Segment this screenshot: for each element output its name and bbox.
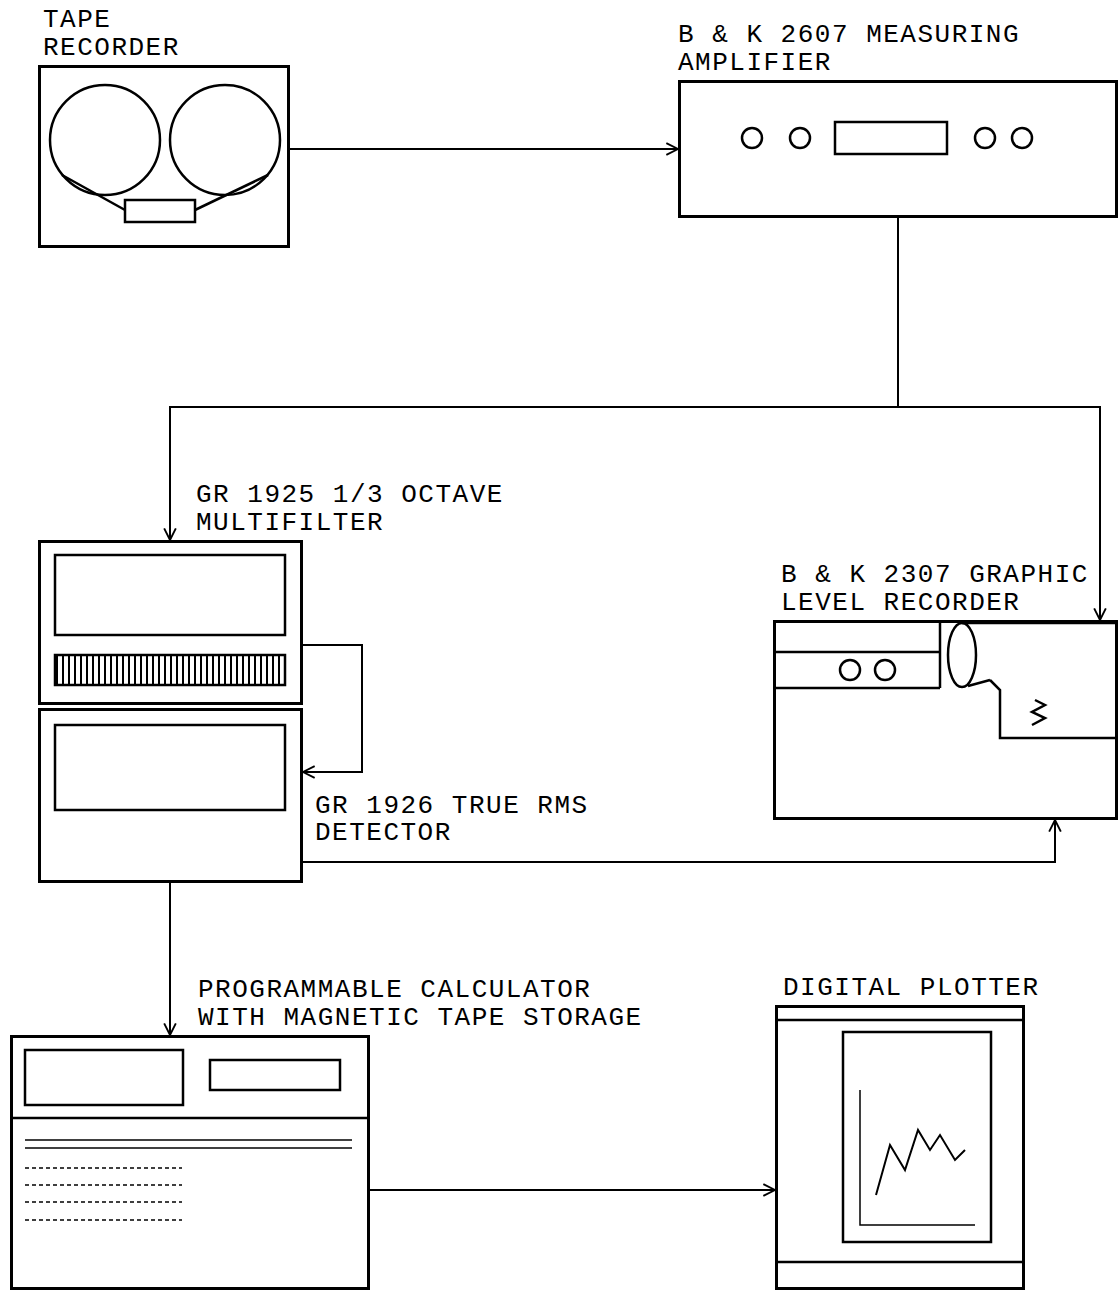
tape-recorder-box: TAPE RECORDER (38, 65, 290, 248)
signal-connector (303, 645, 362, 772)
amplifier-panel (742, 122, 1032, 154)
signal-connector (370, 1189, 775, 1191)
tape-reels (50, 85, 280, 222)
signal-connector (170, 218, 898, 540)
equipment-label: B & K 2607 MEASURING AMPLIFIER (678, 22, 1038, 77)
signal-connector (169, 883, 171, 1035)
equipment-label: GR 1925 1/3 OCTAVE MULTIFILTER (196, 482, 586, 537)
plotter-panel (775, 1020, 1025, 1262)
detector-box: GR 1926 TRUE RMS DETECTOR (38, 708, 303, 883)
signal-connector (290, 148, 678, 150)
calculator-box: PROGRAMMABLE CALCULATOR WITH MAGNETIC TA… (10, 1035, 370, 1290)
equipment-label: GR 1926 TRUE RMS DETECTOR (315, 793, 615, 848)
equipment-label: TAPE RECORDER (43, 7, 213, 62)
equipment-label: DIGITAL PLOTTER (783, 975, 1040, 1002)
level-recorder-panel (773, 620, 1118, 738)
calculator-panel (10, 1050, 370, 1220)
multifilter-panel (55, 555, 285, 685)
equipment-label: PROGRAMMABLE CALCULATOR WITH MAGNETIC TA… (198, 977, 658, 1032)
amplifier-box: B & K 2607 MEASURING AMPLIFIER (678, 80, 1118, 218)
plotter-box: DIGITAL PLOTTER (775, 1005, 1025, 1290)
detector-panel (55, 725, 285, 810)
signal-connector (898, 218, 1100, 620)
level-recorder-box: B & K 2307 GRAPHIC LEVEL RECORDER (773, 620, 1118, 820)
multifilter-box: GR 1925 1/3 OCTAVE MULTIFILTER (38, 540, 303, 705)
equipment-label: B & K 2307 GRAPHIC LEVEL RECORDER (781, 562, 1114, 617)
